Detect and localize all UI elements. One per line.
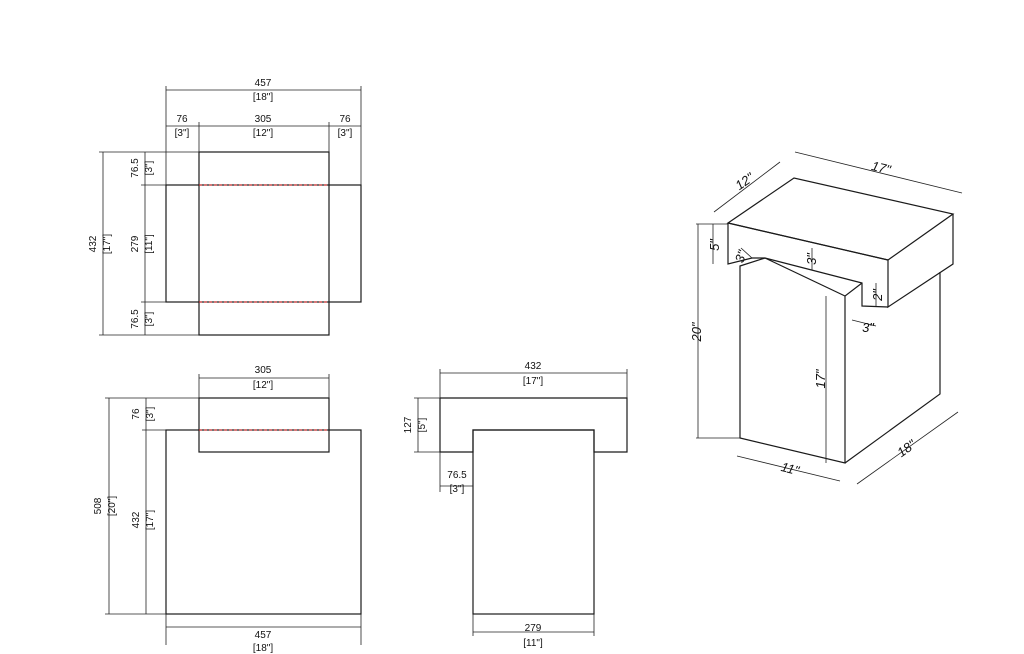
iso-leg-front-face bbox=[739, 257, 863, 464]
iso-dim-3c: 3" bbox=[862, 320, 875, 335]
top-view-bot-band-mm: 76.5 bbox=[130, 309, 141, 329]
iso-cap-left-edge bbox=[727, 223, 753, 265]
side-view-offset-mm: 76.5 bbox=[447, 470, 467, 481]
iso-leg-side-face bbox=[844, 272, 941, 464]
side-view: 432 [17"] 127 [5"] 76.5 [3"] 279 [11"] bbox=[403, 361, 628, 649]
side-view-cap-mm: 127 bbox=[403, 416, 414, 433]
iso-dim-17-mid: 17" bbox=[813, 368, 828, 388]
top-view-right-in: [3"] bbox=[338, 128, 353, 139]
isometric-view: 12" 17" 5" 3" 3" 2" 3" 20" 17" 11" 18" bbox=[689, 151, 963, 485]
top-view-left-in: [3"] bbox=[175, 128, 190, 139]
iso-dim-5: 5" bbox=[707, 238, 722, 251]
top-view-mid-mm: 305 bbox=[255, 114, 272, 125]
side-view-top-mm: 432 bbox=[525, 361, 542, 372]
front-view-total-in: [20"] bbox=[107, 496, 118, 516]
side-view-top-in: [17"] bbox=[523, 376, 543, 387]
top-view: 457 [18"] 76 [3"] 305 [12"] 76 [3"] 432 … bbox=[88, 78, 362, 336]
front-view-top-block bbox=[198, 397, 330, 453]
top-view-overall-in: [18"] bbox=[253, 92, 273, 103]
iso-cap-right-face bbox=[887, 214, 954, 309]
iso-dim-17-top: 17" bbox=[870, 158, 893, 178]
front-view-top-in: [12"] bbox=[253, 380, 273, 391]
top-view-left-mm: 76 bbox=[176, 114, 188, 125]
top-view-bot-band-in: [3"] bbox=[144, 311, 155, 326]
front-view-bottom-in: [18"] bbox=[253, 643, 273, 654]
side-view-offset-in: [3"] bbox=[450, 484, 465, 495]
front-view-bottom-mm: 457 bbox=[255, 630, 272, 641]
top-view-overall-mm: 457 bbox=[255, 78, 272, 89]
top-view-mid-in: [12"] bbox=[253, 128, 273, 139]
side-view-bottom-mm: 279 bbox=[525, 623, 542, 634]
front-view-total-mm: 508 bbox=[93, 497, 104, 514]
top-view-right-mm: 76 bbox=[339, 114, 351, 125]
side-view-bottom-in: [11"] bbox=[523, 638, 543, 649]
top-view-mid-band-mm: 279 bbox=[130, 235, 141, 252]
iso-cap-front-edge bbox=[727, 222, 889, 261]
top-view-mid-band-in: [11"] bbox=[144, 234, 155, 254]
side-view-cap-in: [5"] bbox=[417, 417, 428, 432]
front-view-lip-in: [3"] bbox=[145, 406, 156, 421]
iso-dim-20: 20" bbox=[689, 321, 704, 342]
iso-notch-outline bbox=[752, 257, 889, 308]
top-view-height-mm: 432 bbox=[88, 235, 99, 252]
iso-dim-18: 18" bbox=[894, 436, 919, 460]
iso-dim-12: 12" bbox=[732, 169, 757, 193]
iso-cap-top-face bbox=[726, 177, 955, 261]
front-view: 305 [12"] 508 [20"] 76 [3"] 432 [17"] 45… bbox=[93, 365, 362, 654]
iso-dim-11: 11" bbox=[779, 459, 802, 478]
front-view-top-mm: 305 bbox=[255, 365, 272, 376]
top-view-cross-block bbox=[165, 184, 362, 303]
top-view-height-in: [17"] bbox=[102, 234, 113, 254]
front-view-body bbox=[165, 429, 362, 615]
iso-dim-3b: 3" bbox=[804, 252, 819, 265]
front-view-lip-mm: 76 bbox=[131, 408, 142, 420]
front-view-body-in: [17"] bbox=[145, 510, 156, 530]
front-view-body-mm: 432 bbox=[131, 511, 142, 528]
iso-dim-2: 2" bbox=[870, 288, 885, 302]
iso-leg-top-edge bbox=[764, 257, 846, 297]
top-view-top-band-in: [3"] bbox=[144, 160, 155, 175]
side-view-cap bbox=[439, 397, 628, 453]
top-view-top-band-mm: 76.5 bbox=[130, 158, 141, 178]
side-view-leg bbox=[472, 429, 595, 615]
top-view-center-block bbox=[198, 151, 330, 336]
